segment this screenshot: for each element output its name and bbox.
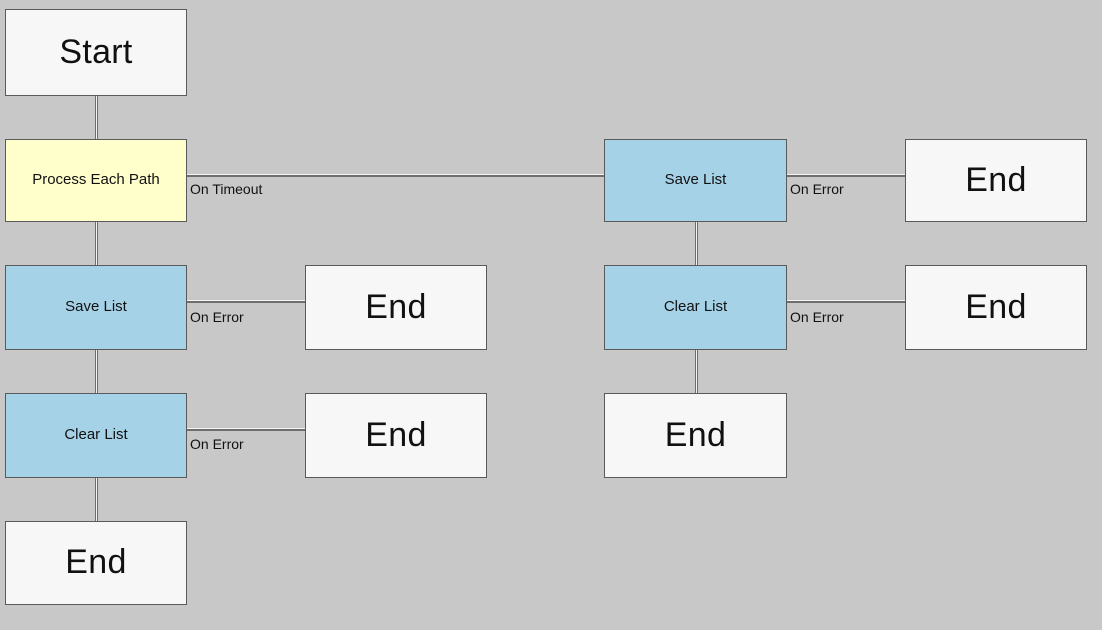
connector-e-clear1-enderr xyxy=(187,428,305,431)
edge-label-e-save1-enderr: On Error xyxy=(190,309,244,325)
node-label: End xyxy=(664,415,727,454)
node-end_clear1[interactable]: End xyxy=(305,393,487,478)
node-process[interactable]: Process Each Path xyxy=(5,139,187,222)
edge-label-e-process-save2: On Timeout xyxy=(190,181,263,197)
node-label: Process Each Path xyxy=(32,171,160,189)
connector-e-save2-clear2 xyxy=(695,222,698,265)
node-label: Save List xyxy=(65,298,127,316)
node-start[interactable]: Start xyxy=(5,9,187,96)
connector-e-process-save1 xyxy=(95,222,98,265)
connector-e-save1-clear1 xyxy=(95,350,98,393)
connector-e-save2-enderr xyxy=(787,174,905,177)
node-end_timeout[interactable]: End xyxy=(604,393,787,478)
edge-label-e-save2-enderr: On Error xyxy=(790,181,844,197)
node-end_clear2[interactable]: End xyxy=(905,265,1087,350)
node-label: Clear List xyxy=(64,426,128,444)
node-end_save2[interactable]: End xyxy=(905,139,1087,222)
node-save2[interactable]: Save List xyxy=(604,139,787,222)
connector-e-clear2-end xyxy=(695,350,698,393)
node-label: Clear List xyxy=(663,298,728,316)
connector-e-start-process xyxy=(95,96,98,139)
edge-label-e-clear1-enderr: On Error xyxy=(190,436,244,452)
node-save1[interactable]: Save List xyxy=(5,265,187,350)
connector-e-save1-enderr xyxy=(187,300,305,303)
node-end_save1[interactable]: End xyxy=(305,265,487,350)
edge-label-e-clear2-enderr: On Error xyxy=(790,309,844,325)
node-label: End xyxy=(965,160,1027,199)
node-end_main[interactable]: End xyxy=(5,521,187,605)
connector-e-process-save2 xyxy=(187,174,604,177)
node-clear2[interactable]: Clear List xyxy=(604,265,787,350)
node-label: End xyxy=(965,287,1027,326)
node-label: Save List xyxy=(664,171,727,189)
node-label: End xyxy=(365,287,427,326)
node-label: Start xyxy=(59,32,133,71)
node-clear1[interactable]: Clear List xyxy=(5,393,187,478)
node-label: End xyxy=(65,543,127,582)
connector-e-clear2-enderr xyxy=(787,300,905,303)
node-label: End xyxy=(365,415,427,454)
connector-e-clear1-end xyxy=(95,478,98,521)
